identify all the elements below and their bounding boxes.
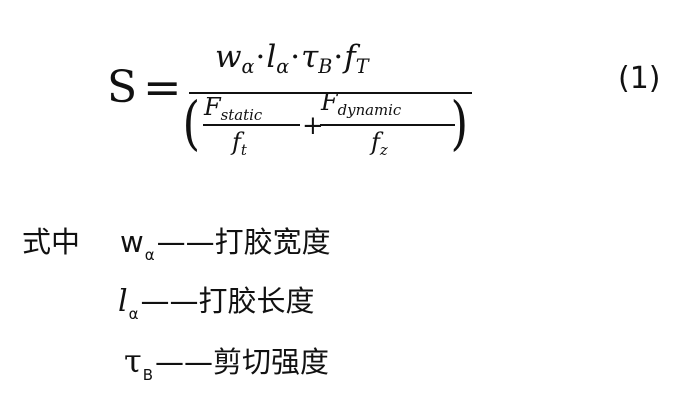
legend-symbol-tau: τ	[124, 342, 142, 380]
term1-num-symbol: F	[204, 93, 221, 121]
main-fraction-bar	[189, 92, 472, 94]
term2-fraction-bar	[320, 124, 455, 126]
legend-sub-tau: B	[142, 366, 153, 384]
plus-sign: +	[302, 111, 324, 141]
numerator-symbol-l: l	[266, 39, 277, 75]
legend-dash: ——	[140, 284, 199, 318]
legend-desc-shear: 剪切强度	[213, 345, 330, 379]
term1-den-sub: t	[240, 140, 247, 159]
legend-symbol-l: l	[118, 284, 128, 319]
right-parenthesis: )	[450, 89, 469, 157]
numerator-sub-w: α	[241, 55, 255, 79]
legend-dash: ——	[155, 345, 213, 379]
term1-numerator: Fstatic	[204, 93, 262, 122]
legend-item-length: lα——打胶长度	[118, 284, 315, 322]
term2-numerator: Fdynamic	[321, 88, 401, 117]
numerator-symbol-tau: τ	[301, 39, 319, 75]
equation-lhs: S	[107, 62, 138, 113]
term1-fraction-bar	[203, 124, 300, 126]
term2-den-symbol: f	[371, 128, 380, 156]
legend-sub-w: α	[144, 246, 155, 264]
legend-item-shear: τB——剪切强度	[124, 342, 330, 383]
legend-sub-l: α	[128, 305, 139, 323]
multiply-dot: ·	[255, 39, 266, 75]
term2-num-symbol: F	[321, 88, 338, 116]
term2-den-sub: z	[379, 140, 388, 159]
legend-symbol-w: w	[120, 225, 144, 259]
legend-desc-length: 打胶长度	[198, 284, 315, 318]
legend-item-width: wα——打胶宽度	[120, 225, 331, 263]
term1-denominator: ft	[232, 128, 247, 157]
legend-dash: ——	[156, 225, 215, 259]
equation-numerator: wα·lα·τB·fT	[215, 39, 369, 77]
numerator-sub-f: T	[355, 55, 369, 79]
numerator-sub-tau: B	[318, 55, 333, 79]
multiply-dot: ·	[290, 39, 301, 75]
multiply-dot: ·	[333, 39, 344, 75]
legend-prefix: 式中	[22, 225, 81, 259]
equation-number: (1)	[618, 61, 661, 96]
left-parenthesis: (	[182, 89, 201, 157]
legend-desc-width: 打胶宽度	[214, 225, 331, 259]
term2-num-sub: dynamic	[337, 100, 402, 119]
term1-den-symbol: f	[232, 128, 241, 156]
term2-denominator: fz	[371, 128, 388, 157]
numerator-symbol-f: f	[344, 39, 356, 75]
equals-sign: =	[143, 60, 182, 114]
numerator-symbol-w: w	[215, 39, 242, 75]
term1-num-sub: static	[220, 105, 263, 124]
numerator-sub-l: α	[276, 55, 290, 79]
